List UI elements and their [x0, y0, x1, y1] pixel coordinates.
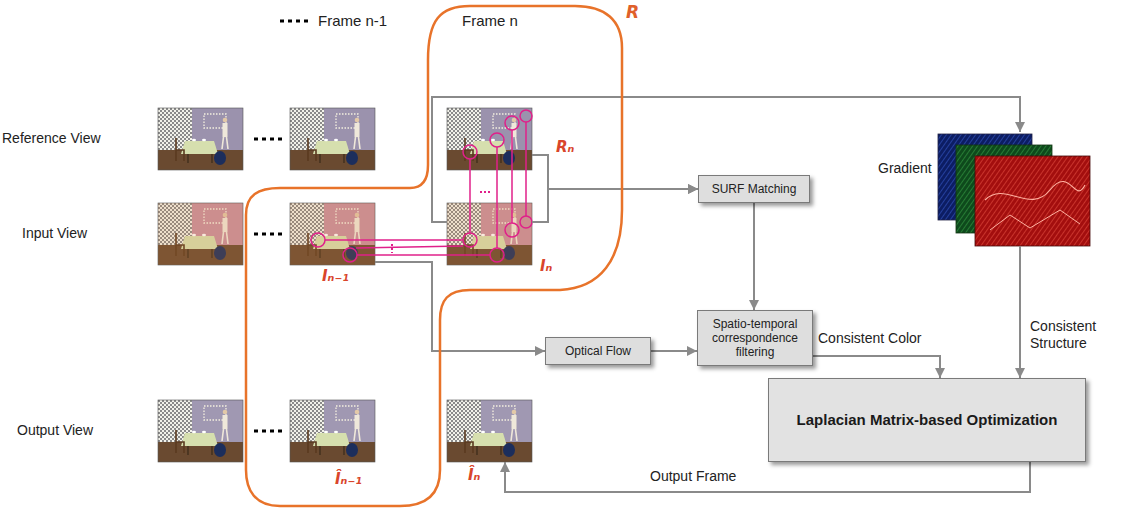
gradient-stack: Gradient — [938, 132, 1090, 246]
box-label: Optical Flow — [565, 344, 631, 358]
ellipsis-dash — [280, 20, 312, 23]
connector-arrow — [375, 262, 545, 351]
frame-label: Îₙ₋₁ — [335, 470, 362, 488]
column-heading: Frame n — [462, 12, 518, 29]
box-label: Laplacian Matrix-based Optimization — [797, 411, 1058, 429]
match-dots — [480, 191, 490, 193]
row-heading: Output View — [17, 422, 93, 439]
process-box: SURF Matching — [698, 175, 810, 203]
gradient-red — [975, 156, 1090, 246]
ellipsis-dash — [254, 233, 286, 236]
match-line — [469, 159, 471, 233]
ellipsis-dash — [254, 430, 286, 433]
edge-label: Consistent Color — [818, 330, 922, 347]
frame-scene — [447, 400, 532, 462]
connector-arrow — [813, 356, 940, 378]
connector-arrow — [651, 350, 697, 352]
connector-arrow — [532, 189, 698, 222]
process-box: Optical Flow — [545, 337, 651, 365]
video-frame — [158, 203, 243, 265]
column-heading: Frame n-1 — [318, 12, 387, 29]
frame-label: Rₙ — [556, 138, 574, 156]
video-frame: Îₙ₋₁ — [290, 400, 375, 462]
feature-circle — [343, 248, 357, 262]
feature-circle — [520, 110, 532, 122]
feature-circle — [490, 133, 504, 147]
frame-scene — [290, 400, 375, 462]
warm-tint — [158, 203, 243, 265]
process-box: Spatio-temporal correspondence filtering — [697, 310, 813, 366]
flow-line — [325, 239, 463, 241]
gradient-label: Gradient — [878, 160, 932, 177]
frame-scene — [158, 203, 243, 265]
region-label: R — [626, 2, 639, 22]
row-heading: Input View — [22, 225, 87, 242]
edge-label: Output Frame — [650, 468, 736, 485]
match-line — [511, 130, 513, 223]
frame-label: Iₙ — [540, 257, 552, 275]
video-frame — [158, 400, 243, 462]
video-frame — [290, 108, 375, 170]
flow-line — [357, 254, 490, 256]
gradient-texture — [985, 181, 1085, 200]
flow-line — [356, 246, 463, 248]
box-label: Spatio-temporal correspondence filtering — [704, 317, 806, 359]
frame-scene — [447, 108, 532, 170]
region-outline: R RₙIₙ₋₁ IₙÎₙ₋₁ — [0, 0, 640, 515]
box-label: SURF Matching — [712, 182, 797, 196]
feature-circle — [463, 145, 477, 159]
row-heading: Reference View — [2, 130, 101, 147]
feature-circle — [311, 233, 325, 247]
edge-label: Consistent Structure — [1030, 318, 1115, 352]
feature-circle — [520, 216, 532, 228]
feature-circle — [505, 116, 519, 130]
video-frame: Iₙ — [447, 203, 532, 265]
feature-circle — [463, 233, 477, 247]
frame-label: Iₙ₋₁ — [322, 267, 349, 285]
video-frame: Iₙ₋₁ — [290, 203, 375, 265]
region-outline-path — [246, 6, 622, 506]
ellipsis-dashes — [254, 21, 312, 431]
process-box: Laplacian Matrix-based Optimization — [768, 378, 1086, 462]
video-frame — [290, 400, 375, 462]
video-frame — [447, 108, 532, 170]
connector-arrow — [753, 203, 755, 310]
frame-scene — [290, 108, 375, 170]
feature-circle — [490, 248, 504, 262]
frame-scene — [158, 108, 243, 170]
video-frame: Îₙ — [447, 400, 532, 462]
ellipsis-dash — [254, 138, 286, 141]
match-line — [525, 122, 527, 216]
connector-arrow — [1019, 246, 1021, 378]
frame-label: Îₙ — [468, 466, 480, 484]
feature-circle — [505, 223, 519, 237]
connector-arrow — [432, 97, 1020, 222]
video-frame — [447, 400, 532, 462]
flow-dots — [391, 244, 393, 253]
frame-scene — [158, 400, 243, 462]
video-frame — [158, 108, 243, 170]
video-frame: Rₙ — [447, 108, 532, 170]
gradient-texture — [990, 210, 1080, 230]
connector-arrow — [532, 155, 698, 189]
connector-arrow — [505, 462, 1030, 492]
match-line — [496, 147, 498, 248]
